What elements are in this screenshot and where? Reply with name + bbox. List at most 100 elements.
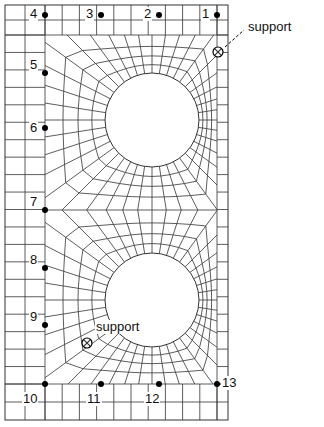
mesh-line bbox=[5, 69, 45, 70]
mesh-line bbox=[198, 307, 217, 310]
node-dot bbox=[214, 12, 220, 18]
mesh-line bbox=[92, 65, 203, 177]
mesh-line bbox=[217, 157, 228, 158]
node-dot bbox=[42, 322, 48, 328]
mesh-line bbox=[91, 338, 124, 384]
mesh-line bbox=[152, 347, 153, 384]
mesh-line bbox=[217, 314, 228, 315]
mesh-line bbox=[159, 346, 165, 384]
mesh-line bbox=[217, 139, 228, 140]
mesh-line bbox=[5, 226, 45, 227]
mesh-line bbox=[139, 346, 145, 384]
callout-number: 8 bbox=[29, 253, 38, 267]
callout-number: 9 bbox=[29, 310, 38, 324]
mesh-line bbox=[45, 265, 107, 285]
node-dot bbox=[98, 381, 104, 387]
mesh-line bbox=[90, 35, 124, 82]
mesh-line bbox=[124, 35, 137, 75]
callout-number: 2 bbox=[143, 7, 152, 21]
mesh-line bbox=[63, 46, 212, 197]
mesh-line bbox=[45, 120, 105, 121]
mesh-line bbox=[5, 139, 45, 140]
mesh-line bbox=[198, 127, 217, 130]
mesh-line bbox=[139, 35, 145, 74]
mesh-line bbox=[45, 127, 106, 137]
mesh-line bbox=[5, 52, 45, 53]
node-dot bbox=[42, 381, 48, 387]
mesh-line bbox=[198, 110, 217, 113]
node-dot bbox=[42, 207, 48, 213]
callout-number: 11 bbox=[86, 392, 102, 406]
mesh-line bbox=[87, 158, 125, 210]
mesh-line bbox=[217, 226, 228, 227]
mesh-line bbox=[78, 234, 207, 364]
mesh-line bbox=[217, 104, 228, 105]
leader-line bbox=[225, 30, 244, 47]
mesh-line bbox=[217, 122, 228, 123]
mesh-line bbox=[167, 165, 182, 210]
mesh-line bbox=[123, 210, 138, 255]
mesh-line bbox=[45, 283, 106, 293]
mesh-line bbox=[217, 349, 228, 350]
mesh-line bbox=[106, 162, 131, 210]
callout-number: 10 bbox=[22, 392, 38, 406]
mesh-line bbox=[217, 279, 228, 280]
mesh-line bbox=[5, 157, 45, 158]
mesh-line bbox=[109, 342, 130, 384]
mesh-line bbox=[5, 244, 45, 245]
support-symbol bbox=[82, 338, 92, 348]
mesh-line bbox=[78, 56, 207, 186]
mesh-line bbox=[5, 122, 45, 123]
node-dot bbox=[42, 125, 48, 131]
mesh-line bbox=[217, 5, 218, 420]
mesh-line bbox=[123, 165, 138, 210]
callout-number: 1 bbox=[201, 7, 210, 21]
support-label: support bbox=[247, 20, 292, 34]
mesh-line bbox=[25, 5, 26, 420]
mesh-line bbox=[5, 331, 45, 332]
mesh-line bbox=[167, 210, 182, 255]
mesh-line bbox=[152, 167, 153, 210]
plate-outline bbox=[5, 5, 228, 420]
mesh-line bbox=[173, 210, 198, 258]
callout-number: 7 bbox=[29, 195, 38, 209]
mesh-line bbox=[217, 174, 228, 175]
hole bbox=[105, 73, 199, 167]
mesh-line bbox=[68, 333, 119, 384]
mesh-line bbox=[5, 174, 45, 175]
mesh-line bbox=[5, 279, 45, 280]
mesh-line bbox=[159, 166, 166, 210]
mesh-line bbox=[84, 340, 91, 347]
mesh-line bbox=[109, 35, 131, 78]
mesh-line bbox=[5, 87, 45, 88]
mesh-line bbox=[167, 345, 180, 384]
callout-number: 5 bbox=[29, 58, 38, 72]
mesh-line bbox=[152, 210, 153, 253]
mesh-line bbox=[45, 222, 114, 272]
mesh-line bbox=[5, 349, 45, 350]
mesh-line bbox=[152, 35, 153, 73]
mesh-line bbox=[5, 20, 228, 21]
node-dot bbox=[214, 381, 220, 387]
mesh-line bbox=[45, 148, 114, 198]
node-dot bbox=[42, 70, 48, 76]
mesh-line bbox=[198, 290, 217, 293]
mesh-line bbox=[173, 342, 194, 384]
mesh-line bbox=[5, 104, 45, 105]
mesh-line bbox=[185, 235, 217, 267]
mesh-line bbox=[173, 162, 198, 210]
mesh-line bbox=[215, 49, 222, 56]
node-dot bbox=[156, 381, 162, 387]
mesh-line bbox=[138, 166, 145, 210]
node-dot bbox=[42, 12, 48, 18]
mesh-line bbox=[138, 210, 145, 254]
mesh-line bbox=[173, 35, 195, 78]
mesh-line bbox=[45, 141, 110, 174]
mesh-line bbox=[215, 49, 222, 56]
mesh-line bbox=[217, 192, 228, 193]
callout-number: 3 bbox=[85, 7, 94, 21]
mesh-line bbox=[5, 366, 45, 367]
mesh-line bbox=[185, 153, 217, 185]
mesh-line bbox=[5, 192, 45, 193]
